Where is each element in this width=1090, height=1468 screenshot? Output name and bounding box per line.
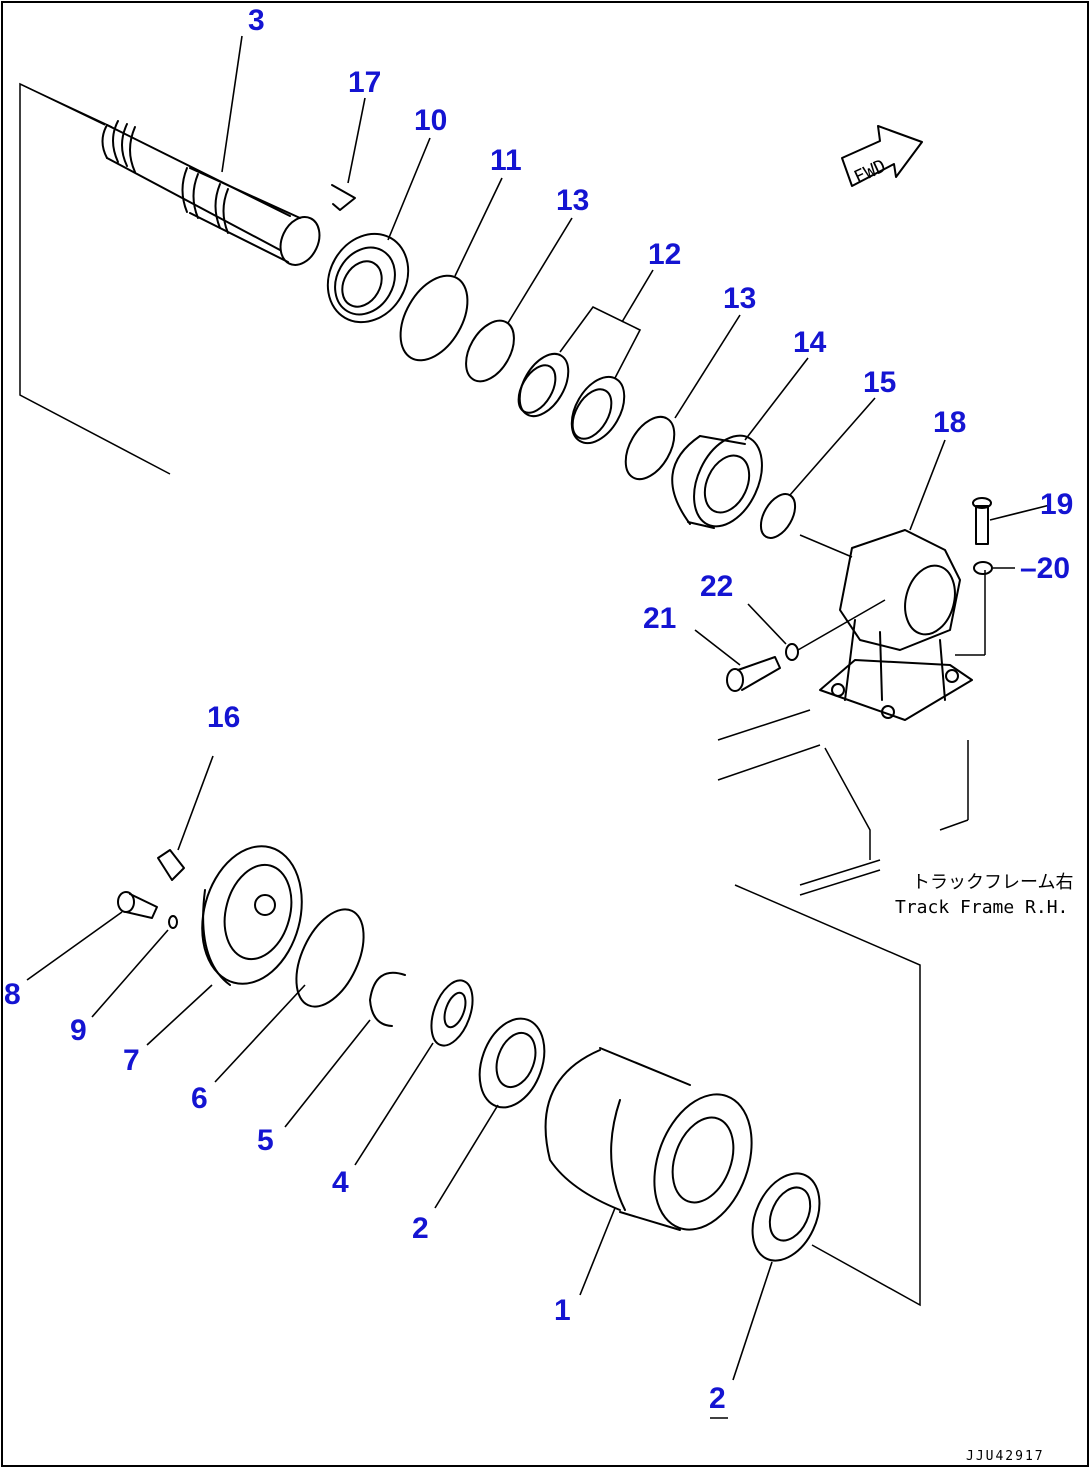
track-frame-label-jp: トラックフレーム右 <box>912 872 1073 893</box>
bolt-21-axis <box>797 599 886 651</box>
o-ring-13-lower <box>624 415 676 481</box>
washer-part-9 <box>168 915 178 929</box>
reference-frame-upper <box>19 82 171 475</box>
callout-20: –20 <box>1020 552 1070 585</box>
callout-13-upper: 13 <box>556 184 589 217</box>
o-ring-15-axis <box>799 534 853 558</box>
callout-10: 10 <box>414 104 447 137</box>
shaft-part <box>101 120 321 266</box>
callout-2-lower: 2 <box>709 1382 726 1415</box>
callout-17: 17 <box>348 66 381 99</box>
callout-8: 8 <box>4 978 21 1011</box>
bolt-part-8 <box>117 891 158 919</box>
callout-13-lower: 13 <box>723 282 756 315</box>
callout-9: 9 <box>70 1014 87 1047</box>
callout-19: 19 <box>1040 488 1073 521</box>
o-ring-6 <box>295 908 365 1008</box>
o-ring-13-upper <box>465 319 515 383</box>
callout-labels: 3 17 10 11 13 12 13 14 15 18 19 –20 22 2… <box>4 4 1073 1415</box>
bushing-pair <box>517 352 626 445</box>
callout-5: 5 <box>257 1124 274 1157</box>
callout-1: 1 <box>554 1294 571 1327</box>
track-frame-outline <box>717 570 986 896</box>
washer-part-20 <box>973 561 993 575</box>
callout-4: 4 <box>332 1166 349 1199</box>
callout-3: 3 <box>248 4 265 37</box>
bearing-part-upper <box>478 1017 546 1109</box>
callout-7: 7 <box>123 1044 140 1077</box>
o-ring-15 <box>759 493 797 539</box>
callout-16: 16 <box>207 701 240 734</box>
snap-ring-5 <box>369 971 406 1027</box>
bolt-part-19 <box>972 497 992 545</box>
fwd-arrow-icon: FWD <box>841 125 923 189</box>
key-part <box>331 184 356 211</box>
fwd-arrow-text: FWD <box>851 156 889 189</box>
roller-part <box>544 1047 753 1231</box>
reference-frame-lower <box>734 884 921 1307</box>
callout-22: 22 <box>700 570 733 603</box>
callout-18: 18 <box>933 406 966 439</box>
bearing-part-lower <box>751 1172 821 1262</box>
callout-6: 6 <box>191 1082 208 1115</box>
plug-part-16 <box>157 849 185 881</box>
callout-14: 14 <box>793 326 827 359</box>
drawing-code: JJU42917 <box>966 1449 1045 1464</box>
washer-part-22 <box>785 643 799 661</box>
bolt-part-21 <box>726 656 781 692</box>
support-bracket <box>819 529 973 721</box>
callout-12: 12 <box>648 238 681 271</box>
nut-part <box>430 979 474 1047</box>
callout-11: 11 <box>490 144 522 177</box>
seal-part <box>326 232 410 324</box>
collar-part <box>671 434 763 529</box>
leader-lines <box>26 35 1051 1419</box>
cover-part <box>201 845 303 986</box>
callout-2-upper: 2 <box>412 1212 429 1245</box>
o-ring-11 <box>399 274 469 362</box>
callout-15: 15 <box>863 366 896 399</box>
callout-21: 21 <box>643 602 676 635</box>
track-frame-label-en: Track Frame R.H. <box>895 897 1068 918</box>
